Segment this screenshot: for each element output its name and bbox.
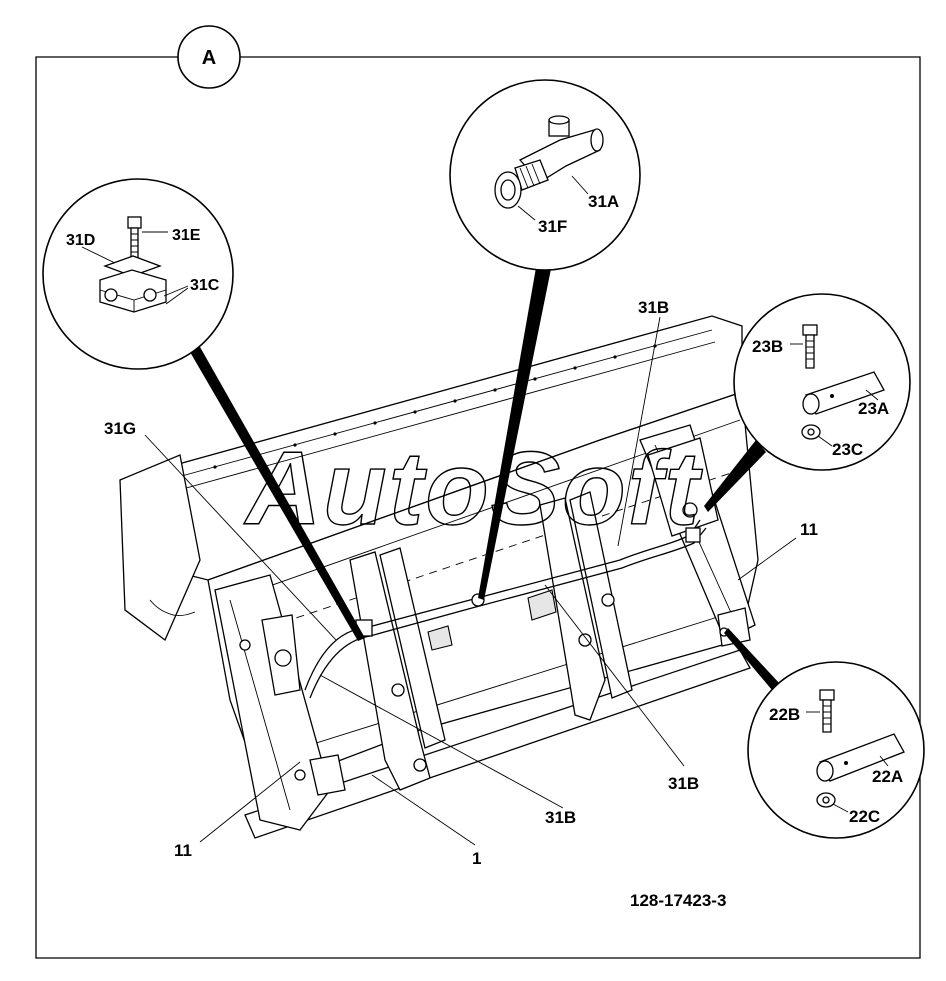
callout-22b: 22B <box>769 705 800 724</box>
drawing-number: 128-17423-3 <box>630 891 726 910</box>
callout-22a: 22A <box>872 767 903 786</box>
leader-wedge-22 <box>724 628 780 690</box>
pin-22a-icon <box>816 733 905 782</box>
pin-detail-22-circle: 22B 22A 22C <box>747 661 925 839</box>
fitting-detail-circle: 31A 31F <box>449 79 641 271</box>
leader-wedge-31a <box>478 262 552 600</box>
left-arm-bracket <box>214 574 346 831</box>
callout-1: 1 <box>472 849 481 868</box>
pin-23a-icon <box>802 371 885 415</box>
diagram-frame <box>35 56 921 959</box>
callout-31b-low: 31B <box>545 808 576 827</box>
nut-31f-icon <box>494 171 522 209</box>
callout-23c: 23C <box>832 440 863 459</box>
callout-23b: 23B <box>752 337 783 356</box>
tee-fitting-31a-icon <box>514 115 604 191</box>
callout-22c: 22C <box>849 807 880 826</box>
callout-31f: 31F <box>538 217 567 236</box>
pin-detail-23-circle: 23B 23A 23C <box>733 293 911 471</box>
leader-wedge-31c <box>190 347 365 641</box>
callout-11-right: 11 <box>800 520 818 539</box>
bolt-23b-icon <box>802 324 818 369</box>
view-tag: A <box>202 47 216 69</box>
watermark: AutoSoft <box>243 431 703 547</box>
callout-31b-mid: 31B <box>668 774 699 793</box>
callout-31e: 31E <box>172 227 201 244</box>
view-tag-circle <box>177 25 241 89</box>
callout-11-left: 11 <box>174 841 192 860</box>
callout-31a: 31A <box>588 192 619 211</box>
nut-23c-icon <box>801 424 821 440</box>
leader-wedge-23 <box>704 440 766 512</box>
bolt-22b-icon <box>819 689 835 733</box>
callout-31b-top: 31B <box>638 298 669 317</box>
clamp-block-31c-icon <box>99 269 167 313</box>
callout-31g: 31G <box>104 419 136 438</box>
callout-31d: 31D <box>66 232 95 249</box>
callout-23a: 23A <box>858 399 889 418</box>
hook-plates <box>349 491 633 791</box>
nut-22c-icon <box>816 792 836 808</box>
clamp-detail-circle: 31D 31E 31C <box>42 178 234 370</box>
callout-31c: 31C <box>190 277 220 294</box>
